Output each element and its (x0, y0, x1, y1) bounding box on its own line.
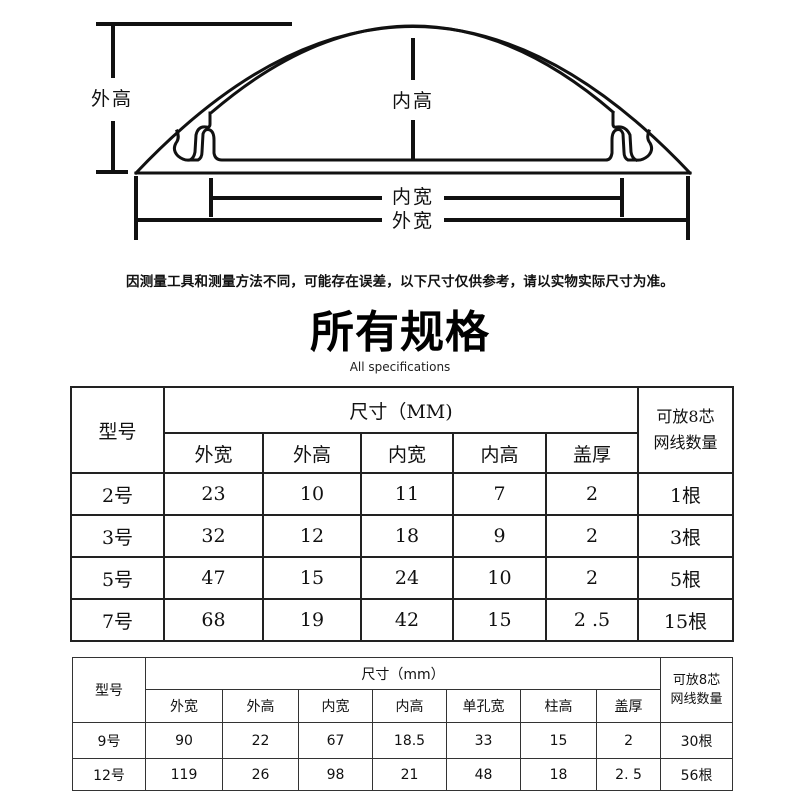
value-cell: 15 (262, 556, 362, 600)
inner-height-label: 内高 (392, 90, 435, 112)
spec-table-small-sizes: 型号 尺寸（MM) 可放8芯 网线数量 外宽 外高 内宽 内高 盖厚 2号 23… (70, 386, 735, 642)
column-header: 内高 (372, 689, 447, 723)
page-subtitle: All specifications (349, 360, 451, 374)
value-cell: 90 (145, 722, 223, 759)
value-cell: 32 (163, 514, 264, 558)
inner-width-label: 内宽 (392, 186, 435, 208)
capacity-cell: 30根 (660, 722, 734, 759)
capacity-header-line2: 网线数量 (670, 692, 723, 707)
column-header: 盖厚 (544, 432, 640, 474)
column-header: 柱高 (520, 689, 597, 723)
column-header: 内宽 (298, 689, 373, 723)
value-cell: 48 (446, 758, 521, 791)
value-cell: 10 (262, 472, 362, 516)
value-cell: 26 (222, 758, 299, 791)
table-row: 12号 119 26 98 21 48 18 2. 5 56根 (72, 758, 734, 791)
column-header: 盖厚 (595, 689, 662, 723)
table-row: 3号 32 12 18 9 2 3根 (70, 514, 735, 558)
page-title: 所有规格 (310, 307, 490, 358)
capacity-cell: 56根 (660, 758, 734, 791)
type-cell: 5号 (70, 556, 165, 600)
measurement-disclaimer: 因测量工具和测量方法不同，可能存在误差，以下尺寸仅供参考，请以实物实际尺寸为准。 (126, 274, 674, 290)
value-cell: 23 (163, 472, 264, 516)
capacity-cell: 1根 (637, 472, 735, 516)
table-row: 2号 23 10 11 7 2 1根 (70, 472, 735, 516)
value-cell: 68 (163, 598, 264, 642)
value-cell: 10 (452, 556, 547, 600)
value-cell: 15 (452, 598, 547, 642)
value-cell: 33 (446, 722, 521, 759)
value-cell: 15 (520, 722, 597, 759)
value-cell: 2 (544, 514, 640, 558)
capacity-header: 可放8芯 网线数量 (637, 386, 735, 474)
value-cell: 22 (222, 722, 299, 759)
capacity-header-line1: 可放8芯 (656, 407, 715, 426)
value-cell: 42 (360, 598, 454, 642)
value-cell: 2 (544, 556, 640, 600)
outer-height-label: 外高 (91, 88, 134, 110)
value-cell: 24 (360, 556, 454, 600)
value-cell: 2 .5 (544, 598, 640, 642)
value-cell: 9 (452, 514, 547, 558)
type-header: 型号 (70, 386, 165, 474)
value-cell: 11 (360, 472, 454, 516)
value-cell: 98 (298, 758, 373, 791)
value-cell: 67 (298, 722, 373, 759)
type-header: 型号 (72, 657, 146, 723)
value-cell: 2. 5 (595, 758, 662, 791)
dimension-header: 尺寸（MM) (162, 386, 640, 434)
column-header: 内宽 (360, 432, 454, 474)
type-cell: 2号 (70, 472, 165, 516)
column-header: 单孔宽 (446, 689, 521, 723)
table-row: 9号 90 22 67 18.5 33 15 2 30根 (72, 722, 734, 759)
type-cell: 9号 (72, 722, 146, 759)
cable-trunking-cross-section-diagram (96, 22, 693, 240)
column-header: 外宽 (145, 689, 223, 723)
value-cell: 18 (360, 514, 454, 558)
value-cell: 7 (452, 472, 547, 516)
value-cell: 18.5 (372, 722, 447, 759)
capacity-cell: 3根 (637, 514, 735, 558)
column-header: 外宽 (163, 432, 264, 474)
dimension-header: 尺寸（mm） (144, 657, 662, 690)
value-cell: 2 (544, 472, 640, 516)
value-cell: 19 (262, 598, 362, 642)
capacity-header-line1: 可放8芯 (672, 673, 721, 688)
type-cell: 3号 (70, 514, 165, 558)
value-cell: 2 (595, 722, 662, 759)
outer-width-label: 外宽 (392, 210, 435, 232)
capacity-header-line2: 网线数量 (653, 433, 718, 452)
column-header: 外高 (222, 689, 299, 723)
type-cell: 12号 (72, 758, 146, 791)
table-row: 5号 47 15 24 10 2 5根 (70, 556, 735, 600)
capacity-cell: 15根 (637, 598, 735, 642)
capacity-cell: 5根 (637, 556, 735, 600)
type-cell: 7号 (70, 598, 165, 642)
column-header: 内高 (452, 432, 547, 474)
value-cell: 21 (372, 758, 447, 791)
table-row: 7号 68 19 42 15 2 .5 15根 (70, 598, 735, 642)
value-cell: 119 (145, 758, 223, 791)
column-header: 外高 (262, 432, 362, 474)
capacity-header: 可放8芯 网线数量 (660, 657, 734, 723)
value-cell: 12 (262, 514, 362, 558)
spec-table-large-sizes: 型号 尺寸（mm） 可放8芯 网线数量 外宽 外高 内宽 内高 单孔宽 柱高 盖… (72, 657, 734, 791)
value-cell: 18 (520, 758, 597, 791)
value-cell: 47 (163, 556, 264, 600)
